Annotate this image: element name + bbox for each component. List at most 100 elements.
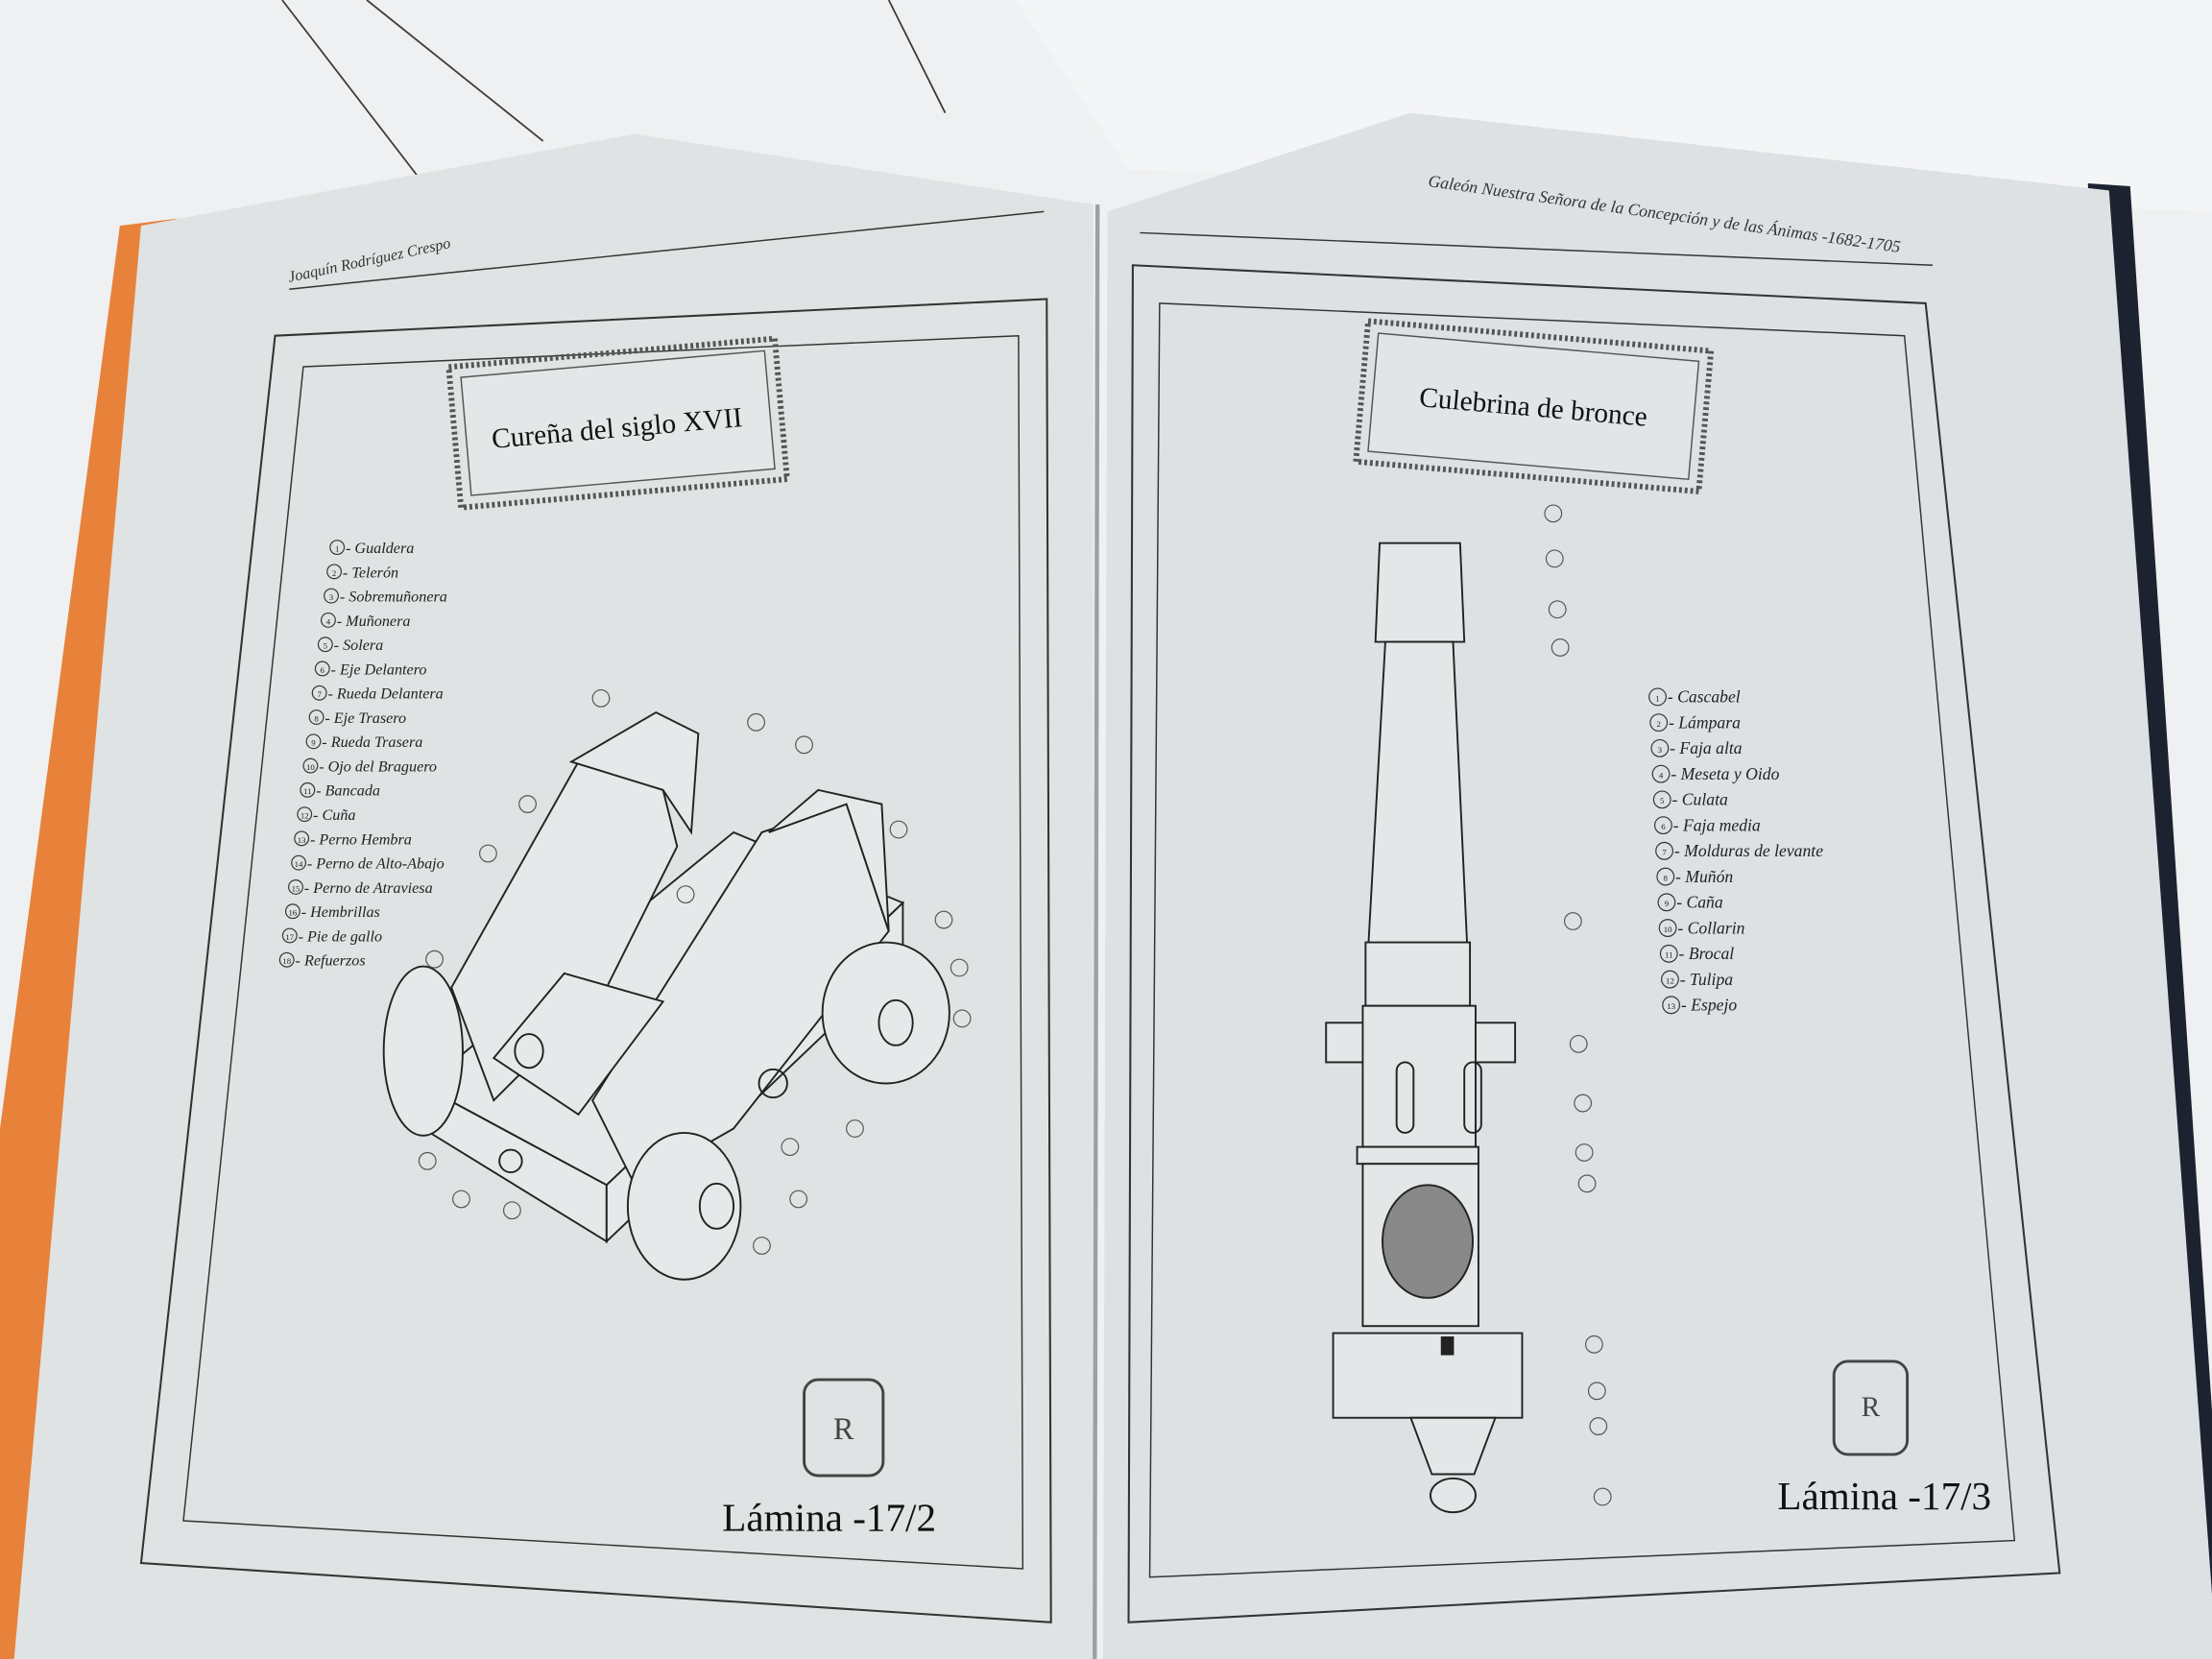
left-emblem: R [803,1378,885,1478]
legend-label: - Refuerzos [296,953,366,970]
legend-item: 5- Solera [317,637,383,654]
legend-number-circle [1654,816,1672,834]
legend-number-circle [1657,893,1676,912]
legend-label: - Muñonera [337,613,411,630]
right-head-rule [1140,231,1934,266]
right-callouts [1544,504,1612,1506]
legend-label: - Caña [1676,893,1723,912]
legend-item: 6 - Faja media [1654,815,1761,834]
legend-number: 17 [285,932,294,942]
legend-item: 13 - Perno Hembra [294,830,412,848]
legend-number: 13 [298,835,306,845]
right-frame-outer [1127,264,2061,1623]
legend-number: 3 [329,592,334,602]
legend-item: 5- Culata [1652,790,1728,809]
legend-label: - Perno de Atraviesa [304,880,433,897]
legend-label: - Brocal [1679,944,1735,963]
legend-number: 2 [1657,719,1661,729]
legend-label: - Collarin [1677,918,1744,937]
right-emblem: R [1832,1359,1910,1456]
legend-number-circle [1648,687,1667,707]
legend-item: 7 - Molduras de levante [1655,841,1823,860]
left-title-cartouche: Cureña del siglo XVII [445,335,790,511]
legend-label: - Eje Delantero [331,661,427,678]
legend-number: 5 [324,641,328,651]
legend-number-circle [305,733,322,750]
legend-item: 4- Meseta y Oido [1651,764,1780,783]
legend-number: 12 [1666,975,1674,985]
legend-label: - Sobremuñonera [340,589,447,606]
legend-label: - Rueda Delantera [327,686,443,703]
legend-label: - Molduras de levante [1674,841,1823,860]
legend-label: - Cascabel [1668,687,1741,707]
legend-item: 1 - Gualdera [329,540,414,557]
legend-label: - Perno de Alto-Abajo [307,856,445,873]
legend-label: - Tulipa [1680,970,1734,989]
legend-label: - Pie de gallo [299,928,383,945]
legend-number: 11 [303,786,311,796]
gun-carriage-drawing [382,710,950,1281]
legend-number-circle [308,709,325,725]
legend-label: - Cuña [313,807,355,824]
legend-number: 4 [1659,771,1664,781]
legend-number: 1 [335,544,339,554]
legend-number: 10 [306,762,315,772]
legend-number-circle [297,806,313,823]
legend-label: - Gualdera [346,541,414,557]
legend-number: 12 [301,811,309,821]
legend-label: - Eje Trasero [325,710,406,727]
legend-item: 8- Eje Trasero [308,709,406,727]
legend-number: 9 [311,738,316,748]
legend-number-circle [294,830,310,847]
legend-number: 7 [317,689,322,699]
legend-number: 11 [1665,950,1672,960]
legend-item: 4- Muñonera [320,613,411,630]
svg-text:R: R [1862,1392,1881,1423]
left-plate-number: Lámina -17/2 [722,1495,936,1539]
legend-number-circle [1650,738,1670,757]
legend-number: 3 [1658,745,1663,755]
legend-number-circle [326,564,343,580]
right-title-cartouche: Culebrina de bronce [1353,318,1715,495]
legend-number: 6 [1661,822,1666,831]
legend-number-circle [324,588,339,604]
legend-number: 1 [1655,693,1659,703]
legend-number: 6 [321,665,325,675]
legend-number-circle [320,613,336,628]
legend-label: - Faja media [1673,815,1761,834]
legend-number: 15 [292,883,301,893]
legend-item: 13- Espejo [1662,996,1737,1015]
legend-item: 15- Perno de Atraviesa [288,879,433,897]
legend-label: - Faja alta [1670,738,1743,757]
legend-item: 7 - Rueda Delantera [311,685,444,703]
right-frame-inner [1148,302,2016,1578]
legend-label: - Lámpara [1669,712,1741,732]
left-frame-outer [139,298,1052,1623]
legend-number-circle [291,854,307,871]
legend-item: 10 - Ojo del Braguero [302,757,437,775]
legend-label: - Perno Hembra [310,831,412,848]
left-callouts [418,688,972,1255]
legend-label: - Telerón [343,565,398,581]
legend-number-circle [1661,970,1679,989]
left-frame-inner [182,334,1024,1570]
legend-label: - Culata [1672,790,1728,809]
right-legend: 1 - Cascabel 2 - Lámpara 3 - Faja alta 4- Mese… [1648,687,1823,1015]
legend-number-circle [281,927,298,944]
legend-item: 12 - Tulipa [1661,970,1734,989]
legend-number: 7 [1662,848,1667,857]
left-legend: 1 - Gualdera 2- Telerón 3 - Sobremuñonera 4- … [278,540,447,970]
legend-number-circle [317,637,333,653]
legend-label: - Ojo del Braguero [319,758,437,775]
legend-number-circle [1652,790,1671,809]
culverin-drawing [1325,541,1524,1514]
legend-item: 9- Rueda Trasera [305,733,422,751]
right-plate-number: Lámina -17/3 [1777,1474,1991,1518]
legend-item: 12 - Cuña [297,806,355,824]
legend-item: 2- Telerón [326,564,398,581]
legend-label: - Bancada [316,783,380,800]
svg-text:R: R [833,1411,854,1446]
legend-item: 18- Refuerzos [278,951,366,970]
legend-label: - Muñón [1675,867,1733,886]
